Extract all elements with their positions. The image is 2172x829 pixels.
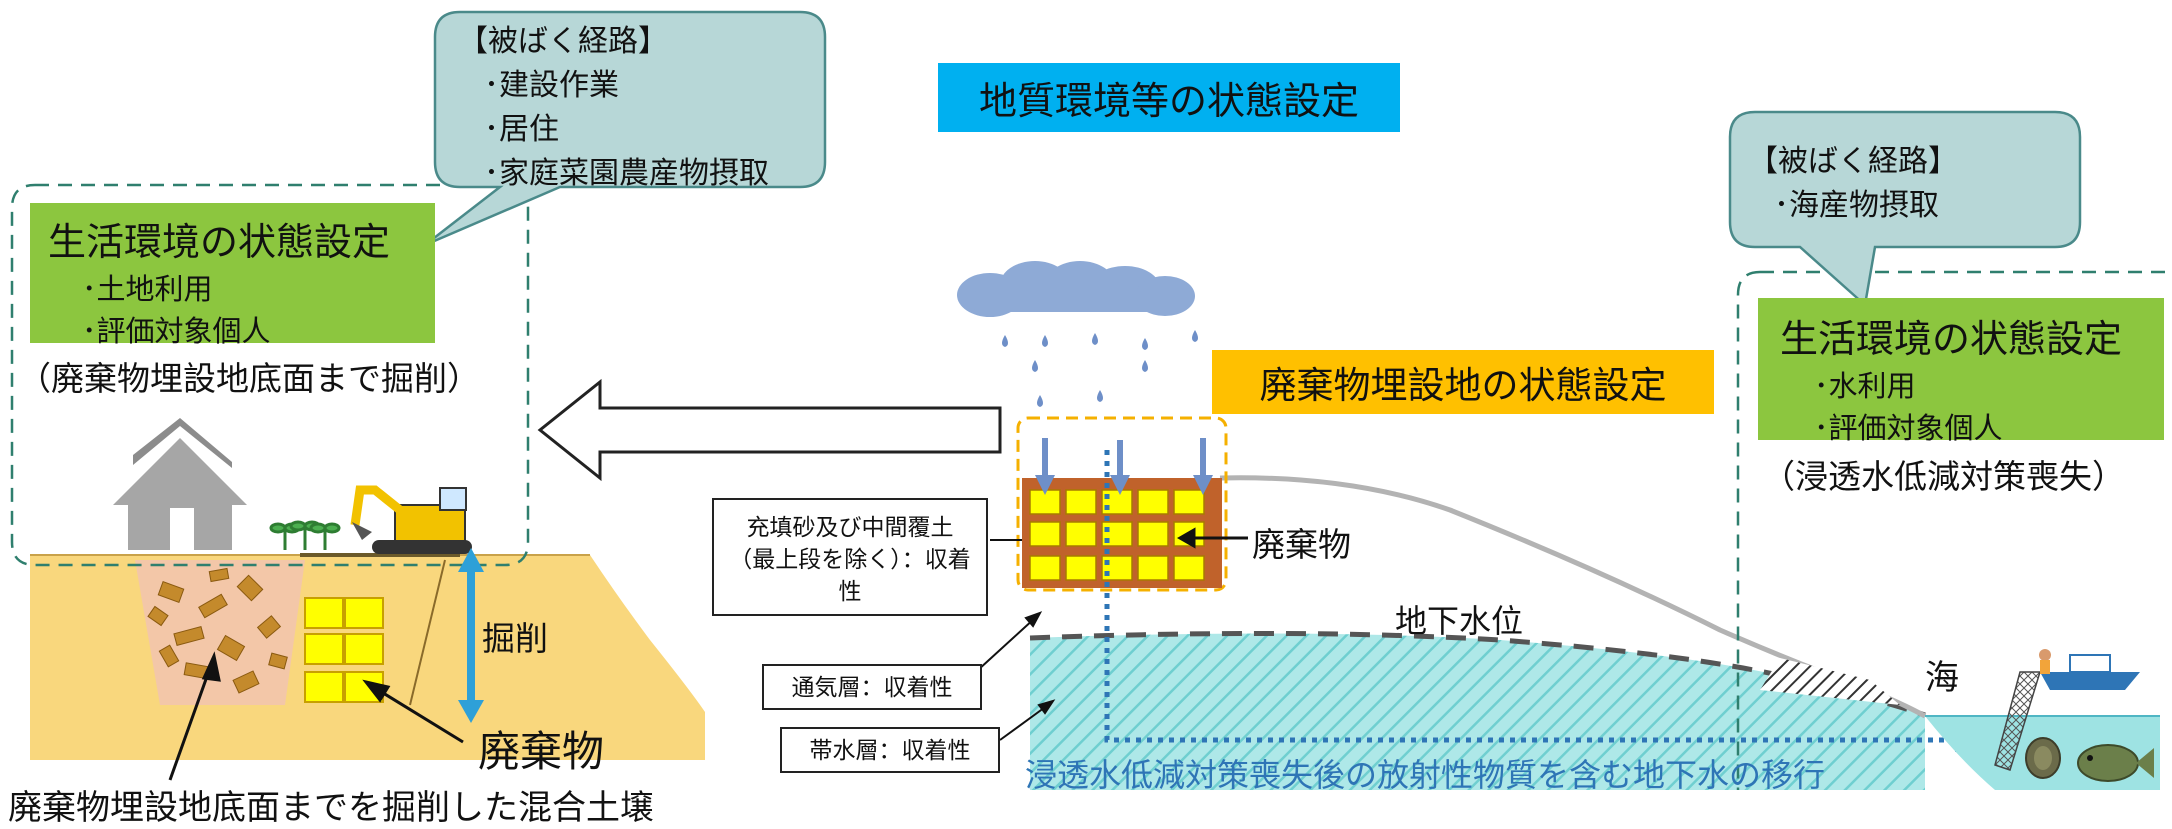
center-waste-blocks [1029, 489, 1205, 581]
left-callout-item: ･建設作業 [484, 68, 619, 103]
right-callout-heading: 【被ばく経路】 [1748, 144, 1958, 179]
infiltration-arrows [1035, 438, 1213, 495]
disposal-title: 廃棄物埋設地の状態設定 [1212, 350, 1714, 414]
left-waste-blocks [304, 597, 384, 703]
groundwater-level-label: 地下水位 [1395, 602, 1524, 640]
migration-text: 浸透水低減対策喪失後の放射性物質を含む地下水の移行 [1025, 756, 1826, 794]
right-frame [1736, 270, 2172, 790]
disposal-title-text: 廃棄物埋設地の状態設定 [1259, 364, 1667, 407]
shellfish-icon [2025, 737, 2061, 779]
right-living-item: ･評価対象個人 [1814, 411, 2003, 445]
left-callout-bubble [424, 10, 827, 247]
geology-title-text: 地質環境等の状態設定 [978, 79, 1359, 123]
cloud-icon [957, 261, 1195, 317]
left-living-item: ･土地利用 [82, 272, 213, 306]
left-callout-item: ･居住 [484, 112, 559, 147]
disposal-frame [1016, 416, 1228, 592]
vadose-zone-label: 通気層：収着性 [762, 664, 982, 710]
left-waste-label: 廃棄物 [478, 727, 605, 776]
left-living-item: ･評価対象個人 [82, 314, 271, 348]
sea-label: 海 [1925, 658, 1959, 698]
fill-sorption-label: 充填砂及び中間覆土（最上段を除く）：収着性 [712, 498, 988, 616]
excavation-label: 掘削 [482, 619, 548, 658]
excavator-icon [350, 485, 472, 554]
big-white-arrow [537, 378, 1002, 482]
shore [1760, 658, 1900, 705]
left-living-env-box: 生活環境の状態設定 ･土地利用 ･評価対象個人 [30, 203, 435, 348]
fishing-net-icon [1994, 671, 2042, 771]
geology-title: 地質環境等の状態設定 [938, 63, 1400, 132]
aquifer-label: 帯水層：収着性 [780, 727, 1000, 773]
arrow-mixed-soil [168, 651, 221, 781]
excavation-arrow [458, 548, 484, 723]
left-note: （廃棄物埋設地底面まで掘削） [18, 359, 480, 398]
right-living-item: ･水利用 [1814, 369, 1916, 403]
right-note: （浸透水低減対策喪失） [1762, 457, 2125, 496]
fish-icon [2077, 744, 2154, 782]
right-living-env-box: 生活環境の状態設定 ･水利用 ･評価対象個人 [1758, 298, 2164, 445]
right-callout-bubble [1728, 110, 2082, 308]
left-callout-heading: 【被ばく経路】 [458, 24, 668, 59]
right-callout-item: ･海産物摂取 [1774, 188, 1939, 223]
raindrop-icon [1002, 330, 1198, 407]
mixed-soil-debris [147, 567, 288, 694]
arrow-waste-left [362, 679, 464, 744]
left-callout: 【被ばく経路】 ･建設作業 ･居住 ･家庭菜園農産物摂取 [458, 20, 818, 196]
excavation-pit [135, 560, 305, 705]
left-callout-item: ･家庭菜園農産物摂取 [484, 156, 769, 191]
left-living-env-title: 生活環境の状態設定 [48, 220, 391, 264]
boat-icon [2039, 649, 2140, 690]
mixed-soil-label: 廃棄物埋設地底面までを掘削した混合土壌 [8, 788, 654, 828]
right-living-env-title: 生活環境の状態設定 [1780, 317, 2123, 361]
aquifer [1030, 633, 1925, 790]
sprout-icon [269, 520, 341, 550]
arrow-waste-center [1176, 527, 1248, 549]
migration-path [1104, 450, 1960, 743]
right-callout: 【被ばく経路】 ･海産物摂取 [1748, 140, 2068, 228]
house-icon [113, 418, 247, 550]
center-waste-label: 廃棄物 [1252, 525, 1351, 564]
